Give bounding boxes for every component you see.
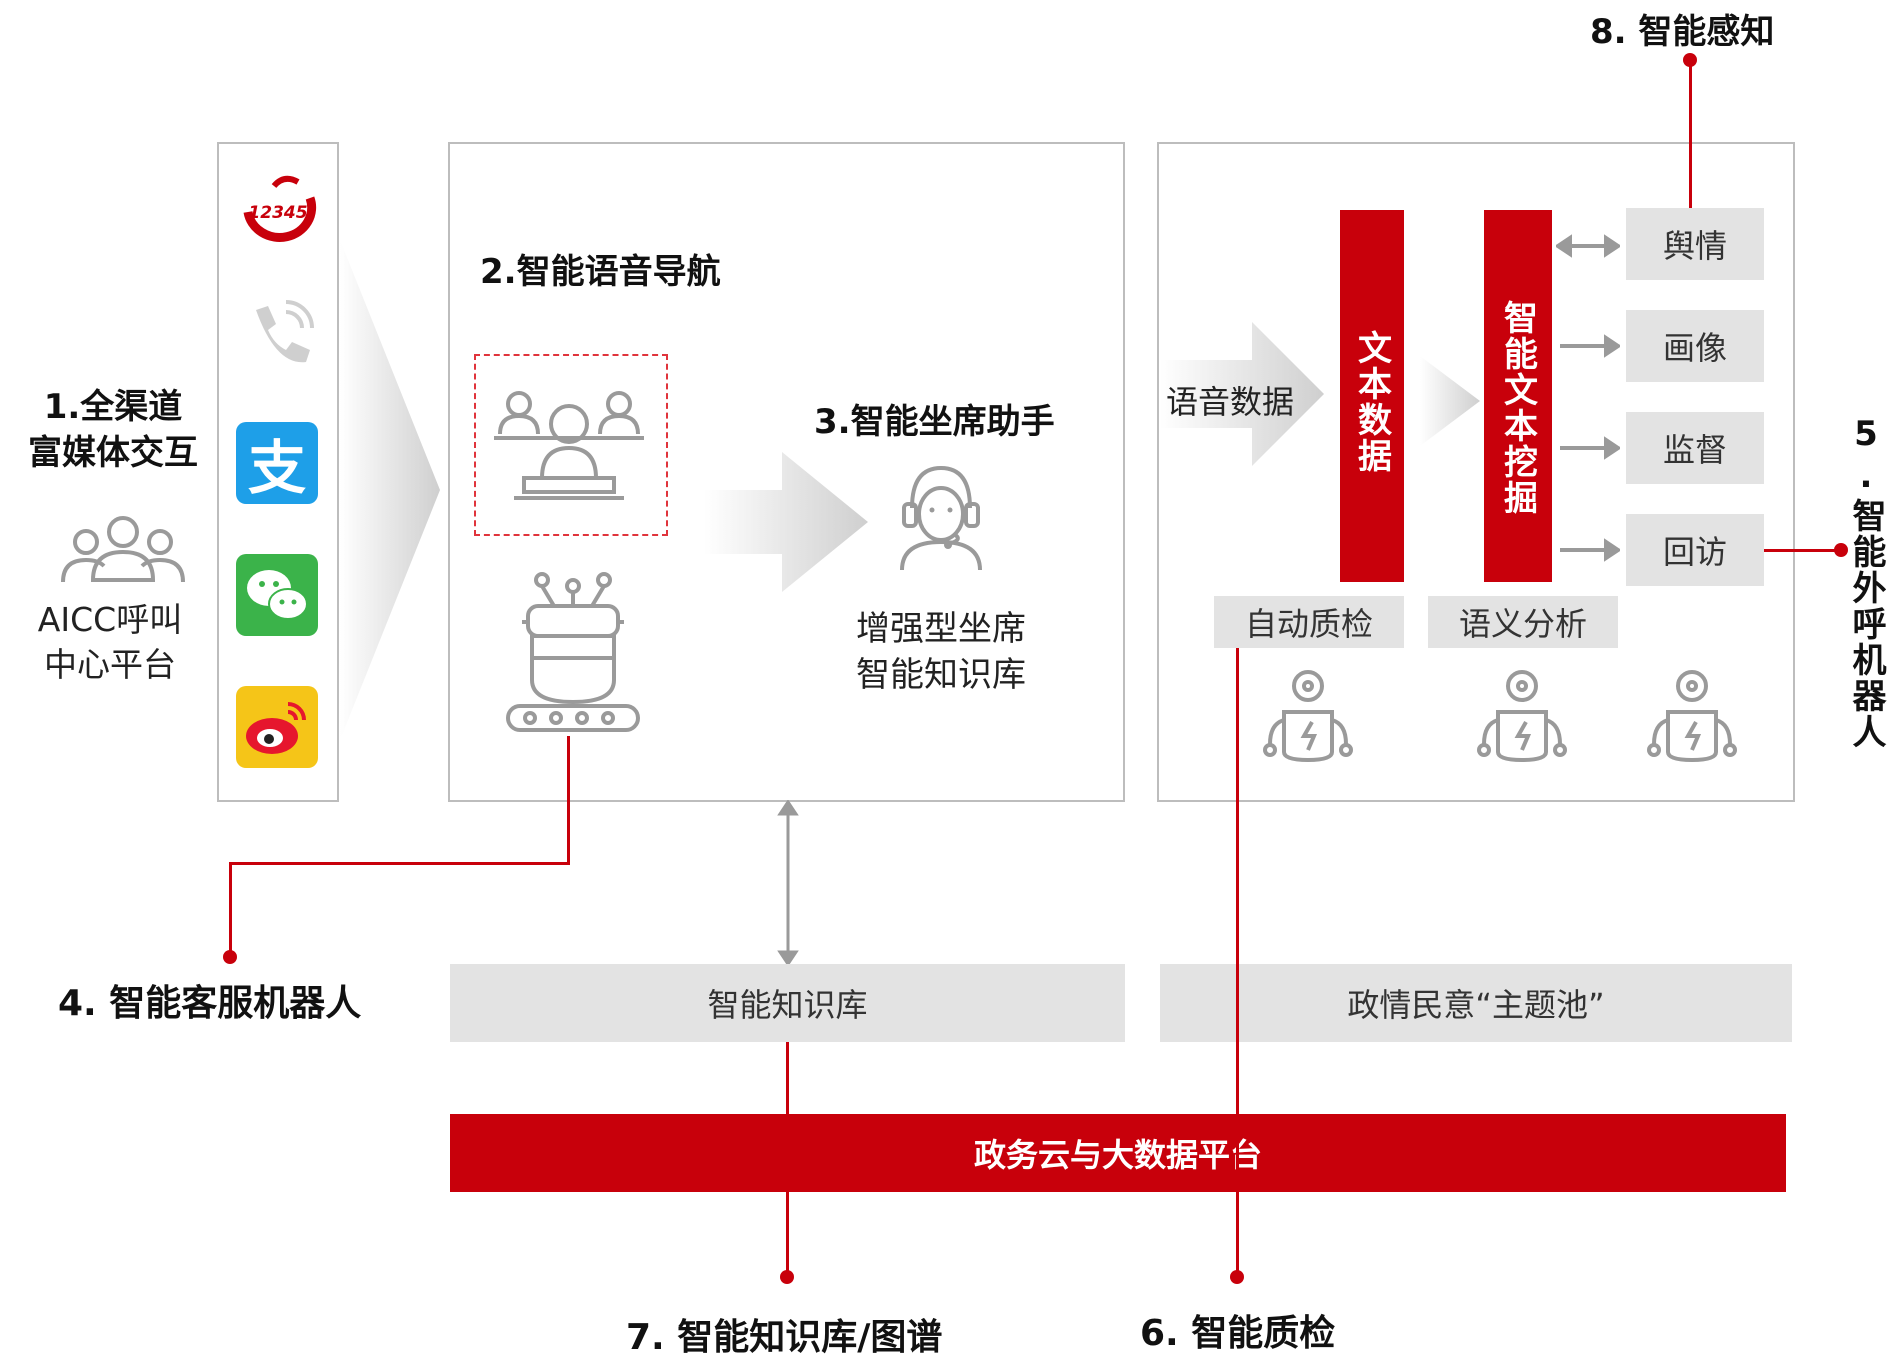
qc-robot-icon	[1263, 670, 1353, 763]
wechat-icon[interactable]	[236, 554, 318, 636]
item-return-visit: 回访	[1626, 514, 1764, 586]
label-smart-qc: 6. 智能质检	[1140, 1313, 1336, 1354]
text-data-bar: 文本数据	[1340, 210, 1404, 582]
label-voice-navigation: 2.智能语音导航	[480, 252, 721, 292]
flow-chevron-1	[340, 240, 440, 740]
alipay-glyph: 支	[247, 434, 306, 502]
hotline-12345-text: 12345	[248, 203, 307, 223]
label-service-robot: 4. 智能客服机器人	[58, 983, 362, 1024]
label-enhanced-agent: 增强型坐席 智能知识库	[856, 609, 1026, 695]
leader-line-7	[786, 1042, 789, 1278]
item-profile: 画像	[1626, 310, 1764, 382]
text-data-label: 文本数据	[1351, 330, 1392, 474]
outbound-robot-icon	[1647, 670, 1737, 763]
leader-line-4b	[229, 862, 570, 865]
leader-dot-8	[1683, 53, 1697, 67]
text-mining-bar: 智能文本挖掘	[1484, 210, 1552, 582]
service-robot-icon[interactable]	[504, 572, 644, 736]
weibo-icon[interactable]	[236, 686, 318, 768]
label-omnichannel: 1.全渠道 富媒体交互	[28, 387, 198, 473]
flow-arrow-2	[704, 452, 868, 592]
voice-data-arrow	[1160, 322, 1324, 466]
gov-cloud-platform-bar: 政务云与大数据平台	[450, 1114, 1786, 1192]
headset-agent-icon	[900, 465, 982, 571]
alipay-icon[interactable]: 支	[236, 422, 318, 504]
topic-pool-box: 政情民意“主题池”	[1160, 964, 1792, 1042]
phone-icon[interactable]	[238, 296, 318, 376]
semantic-analysis-box: 语义分析	[1428, 596, 1618, 648]
mining-output-arrows	[1556, 234, 1620, 562]
leader-line-4a	[567, 736, 570, 864]
text-mining-label: 智能文本挖掘	[1497, 300, 1538, 516]
knowledge-base-box: 智能知识库	[450, 964, 1125, 1042]
knowledge-sync-arrow	[777, 800, 799, 966]
leader-dot-6	[1230, 1270, 1244, 1284]
group-people-icon	[61, 516, 185, 583]
leader-dot-4	[223, 950, 237, 964]
leader-line-5	[1764, 549, 1842, 552]
item-supervision: 监督	[1626, 412, 1764, 484]
label-voice-data: 语音数据	[1166, 383, 1295, 421]
leader-dot-7	[780, 1270, 794, 1284]
label-aicc: AICC呼叫 中心平台	[37, 600, 183, 684]
mining-chevron	[1420, 356, 1480, 446]
meeting-agents-icon	[494, 391, 644, 500]
voice-navigation-highlight	[474, 354, 668, 536]
hotline-12345-icon[interactable]: 12345	[234, 172, 324, 248]
semantic-robot-icon	[1477, 670, 1567, 763]
leader-dot-5	[1834, 543, 1848, 557]
label-agent-assistant: 3.智能坐席助手	[814, 402, 1055, 442]
label-knowledge-graph: 7. 智能知识库/图谱	[626, 1317, 943, 1358]
label-smart-perception: 8. 智能感知	[1590, 12, 1775, 52]
item-public-opinion: 舆情	[1626, 208, 1764, 280]
leader-line-4c	[229, 862, 232, 956]
label-outbound-robot: 5.智能外呼机器人	[1846, 414, 1886, 750]
leader-line-8	[1689, 58, 1692, 208]
leader-line-6	[1236, 648, 1239, 1278]
auto-qc-box: 自动质检	[1214, 596, 1404, 648]
